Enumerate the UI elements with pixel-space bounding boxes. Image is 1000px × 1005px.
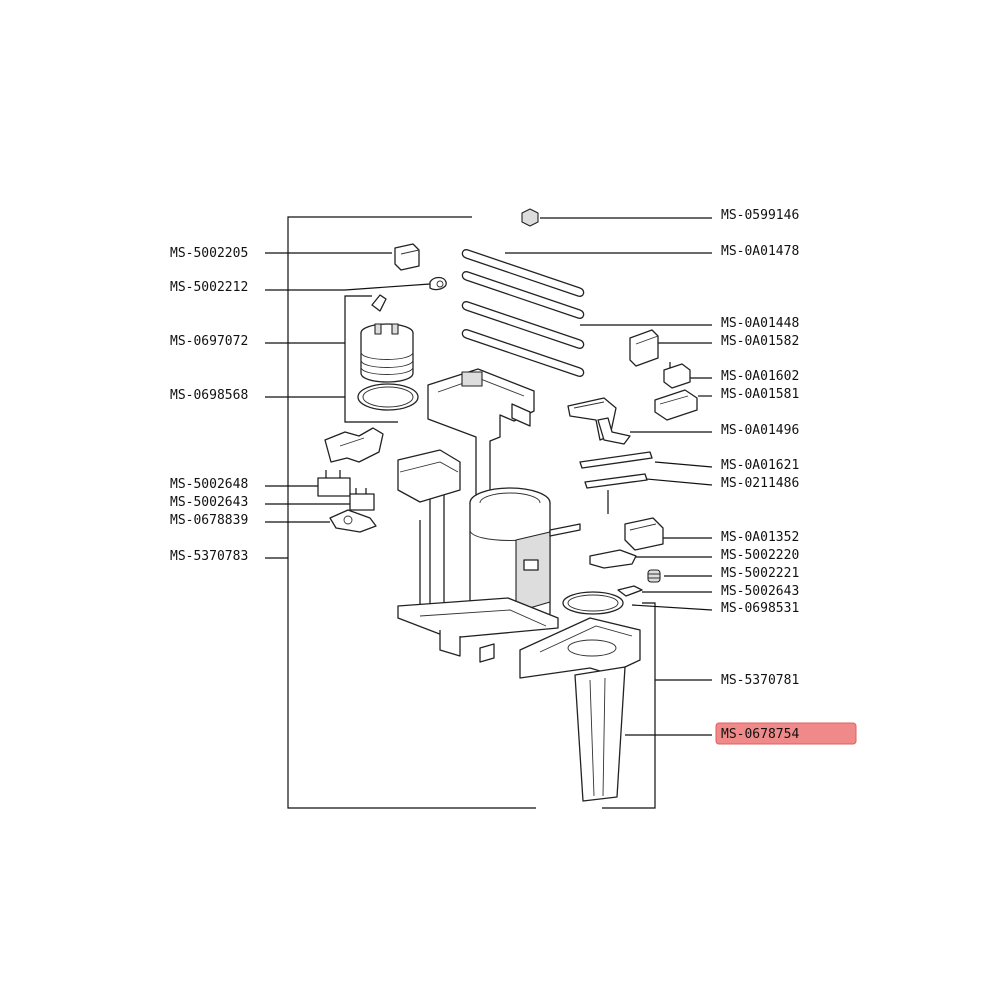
part-label[interactable]: MS-0A01448 bbox=[721, 316, 799, 331]
connector-part bbox=[429, 276, 447, 291]
part-label[interactable]: MS-5370783 bbox=[170, 549, 248, 564]
switch-cover-part bbox=[394, 243, 420, 271]
latch-part bbox=[589, 549, 637, 569]
part-labels-right: MS-0599146 MS-0A01478 MS-0A01448 MS-0A01… bbox=[721, 208, 799, 742]
part-label[interactable]: MS-5002221 bbox=[721, 566, 799, 581]
part-label[interactable]: MS-0599146 bbox=[721, 208, 799, 223]
switch-right-part bbox=[617, 585, 643, 597]
main-frame-part bbox=[397, 368, 581, 663]
part-label[interactable]: MS-0211486 bbox=[721, 476, 799, 491]
thermostat-part bbox=[624, 517, 664, 551]
column-part bbox=[574, 666, 626, 802]
leader-lines bbox=[265, 216, 713, 809]
cap-part bbox=[629, 329, 659, 367]
part-label[interactable]: MS-0698531 bbox=[721, 601, 799, 616]
rods-part bbox=[461, 249, 585, 377]
part-label[interactable]: MS-5002205 bbox=[170, 246, 248, 261]
spring-part bbox=[647, 569, 661, 583]
bracket-part bbox=[324, 427, 384, 463]
part-label[interactable]: MS-0A01352 bbox=[721, 530, 799, 545]
part-label[interactable]: MS-0A01581 bbox=[721, 387, 799, 402]
clip-part bbox=[521, 208, 539, 227]
part-label[interactable]: MS-0A01602 bbox=[721, 369, 799, 384]
part-label[interactable]: MS-0A01496 bbox=[721, 423, 799, 438]
part-label-selected[interactable]: MS-0678754 bbox=[721, 727, 799, 742]
part-labels-left: MS-5002205 MS-5002212 MS-0697072 MS-0698… bbox=[170, 246, 248, 564]
seal-ring-part bbox=[562, 591, 624, 615]
lever-part bbox=[329, 509, 377, 533]
part-label[interactable]: MS-5002643 bbox=[721, 584, 799, 599]
selected-part-highlight bbox=[715, 722, 857, 745]
part-label[interactable]: MS-5002220 bbox=[721, 548, 799, 563]
part-label[interactable]: MS-5002643 bbox=[170, 495, 248, 510]
part-label[interactable]: MS-0A01478 bbox=[721, 244, 799, 259]
gasket-part bbox=[357, 383, 419, 411]
part-label[interactable]: MS-5370781 bbox=[721, 673, 799, 688]
part-label[interactable]: MS-0A01582 bbox=[721, 334, 799, 349]
part-label[interactable]: MS-0697072 bbox=[170, 334, 248, 349]
switch-part bbox=[317, 470, 351, 497]
microswitch-part bbox=[349, 488, 375, 511]
part-label[interactable]: MS-0698568 bbox=[170, 388, 248, 403]
part-label[interactable]: MS-5002648 bbox=[170, 477, 248, 492]
cylinder-part bbox=[360, 294, 414, 383]
block-part bbox=[654, 389, 698, 421]
part-label[interactable]: MS-0678839 bbox=[170, 513, 248, 528]
pins-part bbox=[579, 451, 653, 514]
part-label[interactable]: MS-0A01621 bbox=[721, 458, 799, 473]
hook-lever-part bbox=[567, 397, 631, 445]
part-label[interactable]: MS-5002212 bbox=[170, 280, 248, 295]
small-switch-part bbox=[663, 362, 691, 389]
